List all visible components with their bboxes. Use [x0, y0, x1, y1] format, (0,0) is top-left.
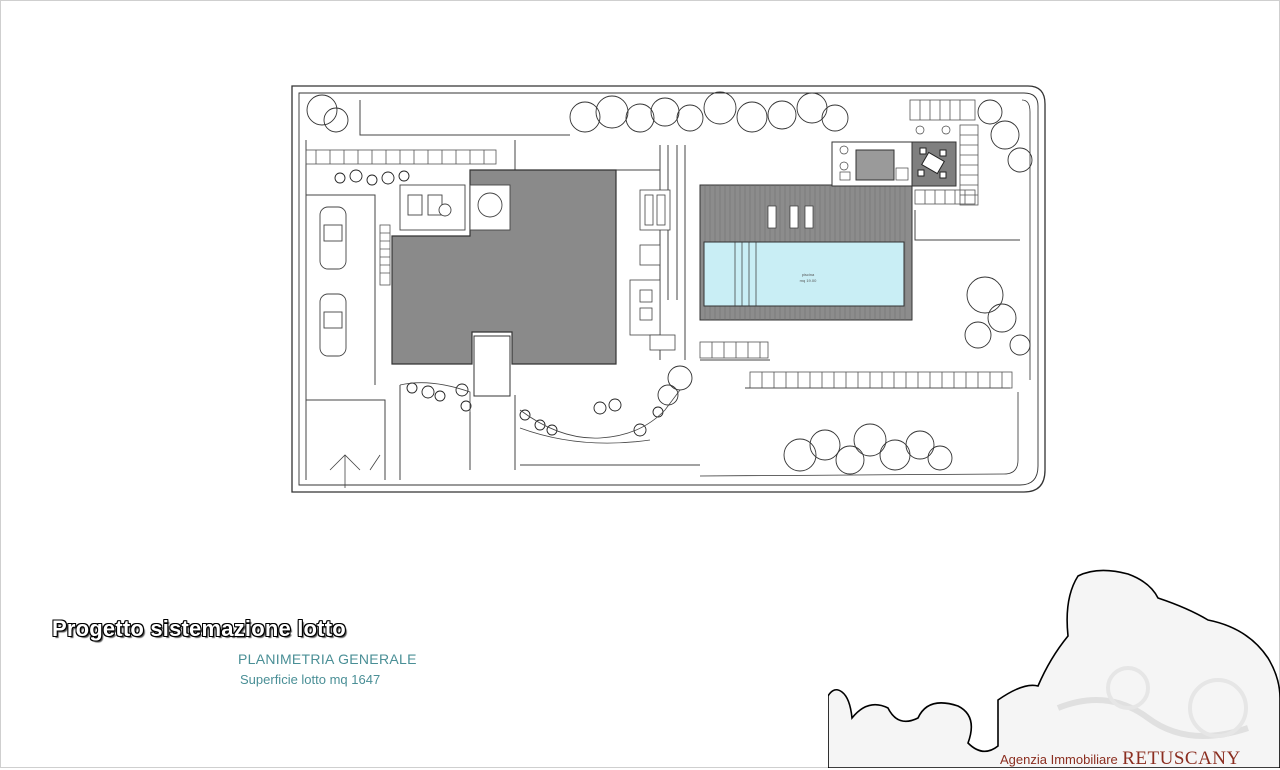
pool-label: piscina [802, 272, 815, 277]
agency-name: Agenzia Immobiliare RETUSCANY [1000, 748, 1241, 770]
pool-water [703, 241, 905, 307]
shrubs [334, 169, 664, 437]
outdoor-table-set [917, 147, 947, 179]
lot-area-label: Superficie lotto mq 1647 [240, 672, 381, 687]
agency-brand: RETUSCANY [1122, 748, 1241, 769]
paving-strips [305, 99, 1013, 389]
pool-house [831, 141, 957, 187]
agency-prefix: Agenzia Immobiliare [1000, 752, 1118, 767]
entrance [473, 335, 511, 397]
pool-steps [734, 242, 757, 306]
parked-cars [319, 206, 347, 357]
kitchen-fixtures [839, 125, 951, 181]
plan-subtitle: PLANIMETRIA GENERALE [238, 651, 417, 667]
trees [306, 91, 1033, 475]
terrace-rooms [399, 184, 511, 231]
dining-furniture [629, 189, 676, 351]
garden-bed-outlines [329, 382, 681, 488]
project-title: Progetto sistemazione lotto [52, 616, 346, 641]
sun-loungers [767, 205, 814, 229]
agency-logo-watermark [828, 569, 1280, 768]
pool-area-label: mq 19.00 [800, 278, 817, 283]
lot-boundary [291, 85, 1046, 493]
